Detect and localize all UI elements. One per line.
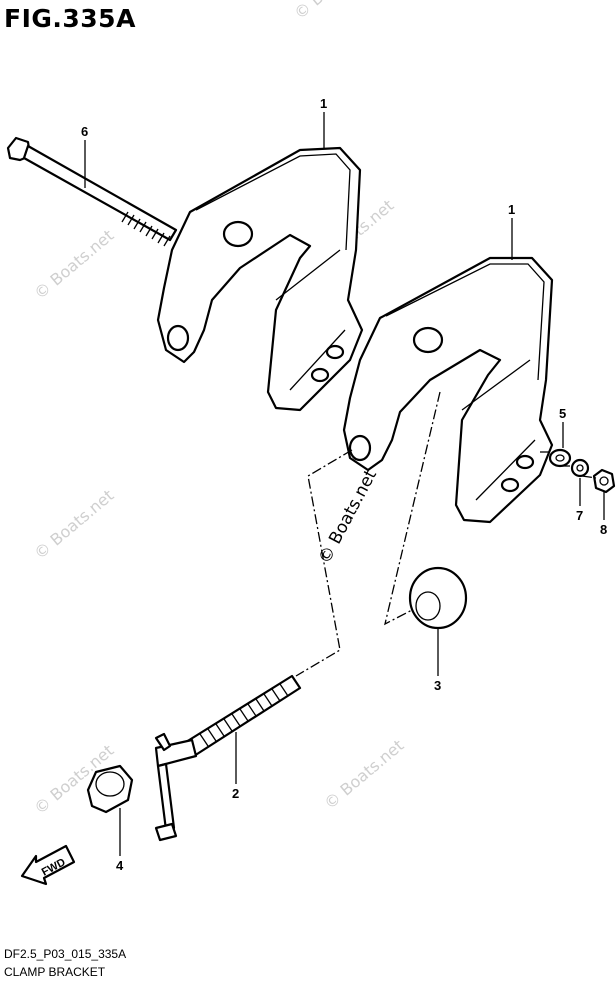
watermark: © Boats.net xyxy=(30,486,117,563)
callout-washer: 5 xyxy=(559,406,566,421)
upper-bracket-part xyxy=(156,146,364,412)
lock-washer-part xyxy=(570,458,590,478)
figure-code: DF2.5_P03_015_335A xyxy=(4,947,127,961)
callout-lock-washer: 7 xyxy=(576,508,583,523)
callout-bracket-lower: 1 xyxy=(508,202,515,217)
clamp-screw-part xyxy=(154,674,302,842)
callout-cap: 4 xyxy=(116,858,124,873)
callout-clamp-pad: 3 xyxy=(434,678,441,693)
callout-clamp-screw: 2 xyxy=(232,786,239,801)
watermark: © Boats.net xyxy=(30,226,117,303)
nut-part xyxy=(592,468,616,494)
callout-bolt: 6 xyxy=(81,124,88,139)
figure-title: FIG.335A xyxy=(4,4,136,33)
lower-bracket-part xyxy=(342,256,554,524)
figure-name: CLAMP BRACKET xyxy=(4,965,106,979)
fwd-arrow-icon: FWD xyxy=(20,844,76,886)
washer-part xyxy=(548,448,572,468)
callout-nut: 8 xyxy=(600,522,607,537)
bolt-part xyxy=(6,136,178,247)
cap-part xyxy=(86,764,134,814)
leader-lines xyxy=(84,112,605,856)
watermark: © Boats.net xyxy=(320,736,407,813)
assembly-lines xyxy=(295,391,597,677)
clamp-pad-part xyxy=(408,566,468,630)
watermark-center: © Boats.net xyxy=(315,466,382,567)
watermark: © Boats.net xyxy=(290,0,377,23)
callout-bracket-upper: 1 xyxy=(320,96,327,111)
